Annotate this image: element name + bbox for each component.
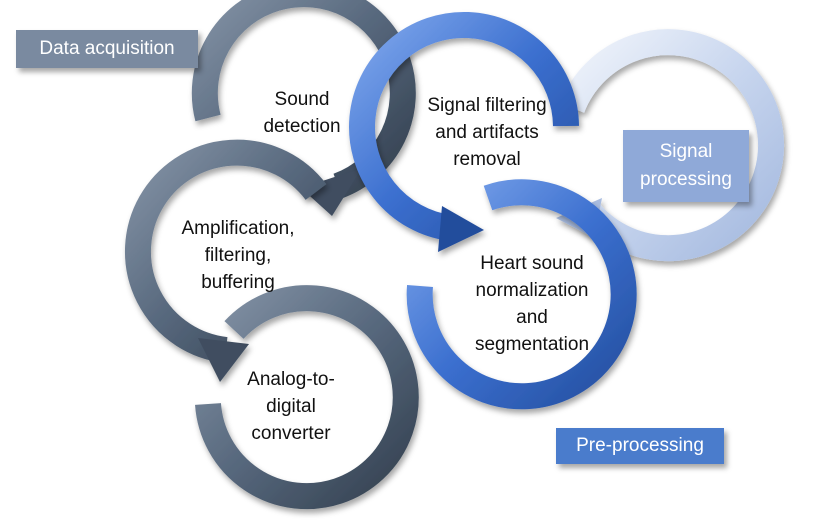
stage-label-sound-detection: Sound detection	[263, 89, 341, 137]
stage-label-adc: Analog-to- digital converter	[247, 369, 335, 444]
arrowhead-sound-to-amplification	[301, 168, 362, 216]
ring-amplification	[124, 139, 327, 382]
stage-label-signal-filtering: Signal filtering and artifacts removal	[427, 95, 547, 170]
arrowhead-amplification-to-adc	[198, 338, 249, 382]
group-label-pre-processing: Pre-processing	[556, 428, 724, 464]
ring-signal-filtering	[349, 11, 579, 252]
ring-sound-detection	[191, 0, 416, 216]
ring-adc	[195, 285, 419, 510]
stage-label-normalization: Heart sound normalization and segmentati…	[474, 253, 590, 355]
group-label-signal-processing: Signal processing	[623, 130, 749, 202]
ring-normalization	[406, 179, 637, 410]
arrowhead-filtering-to-normalization	[438, 206, 484, 252]
group-label-data-acquisition: Data acquisition	[16, 30, 198, 68]
stage-label-amplification: Amplification, filtering, buffering	[181, 218, 295, 293]
